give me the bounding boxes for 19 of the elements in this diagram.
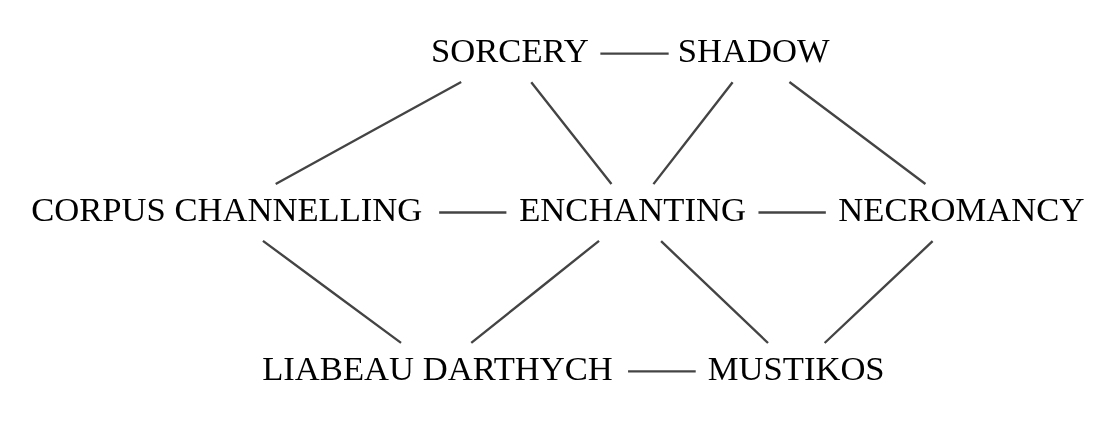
connector (470, 239, 600, 344)
connector (600, 51, 669, 55)
connector (758, 210, 826, 214)
node-text: LIABEAU DARTHYCH (262, 348, 613, 387)
connector (439, 210, 507, 214)
connector (530, 81, 613, 185)
connector (628, 369, 696, 373)
connector (660, 239, 769, 344)
node-text: ENCHANTING (519, 189, 746, 228)
node-text: CORPUS CHANNELLING (31, 189, 423, 228)
connector (823, 239, 934, 344)
connector (262, 239, 402, 344)
node-text: SHADOW (677, 30, 830, 69)
node-text: SORCERY (431, 30, 589, 69)
connector (275, 80, 462, 185)
node-text: NECROMANCY (838, 189, 1085, 228)
connector (652, 81, 734, 185)
connector (788, 80, 927, 185)
node-text: MUSTIKOS (707, 348, 885, 387)
